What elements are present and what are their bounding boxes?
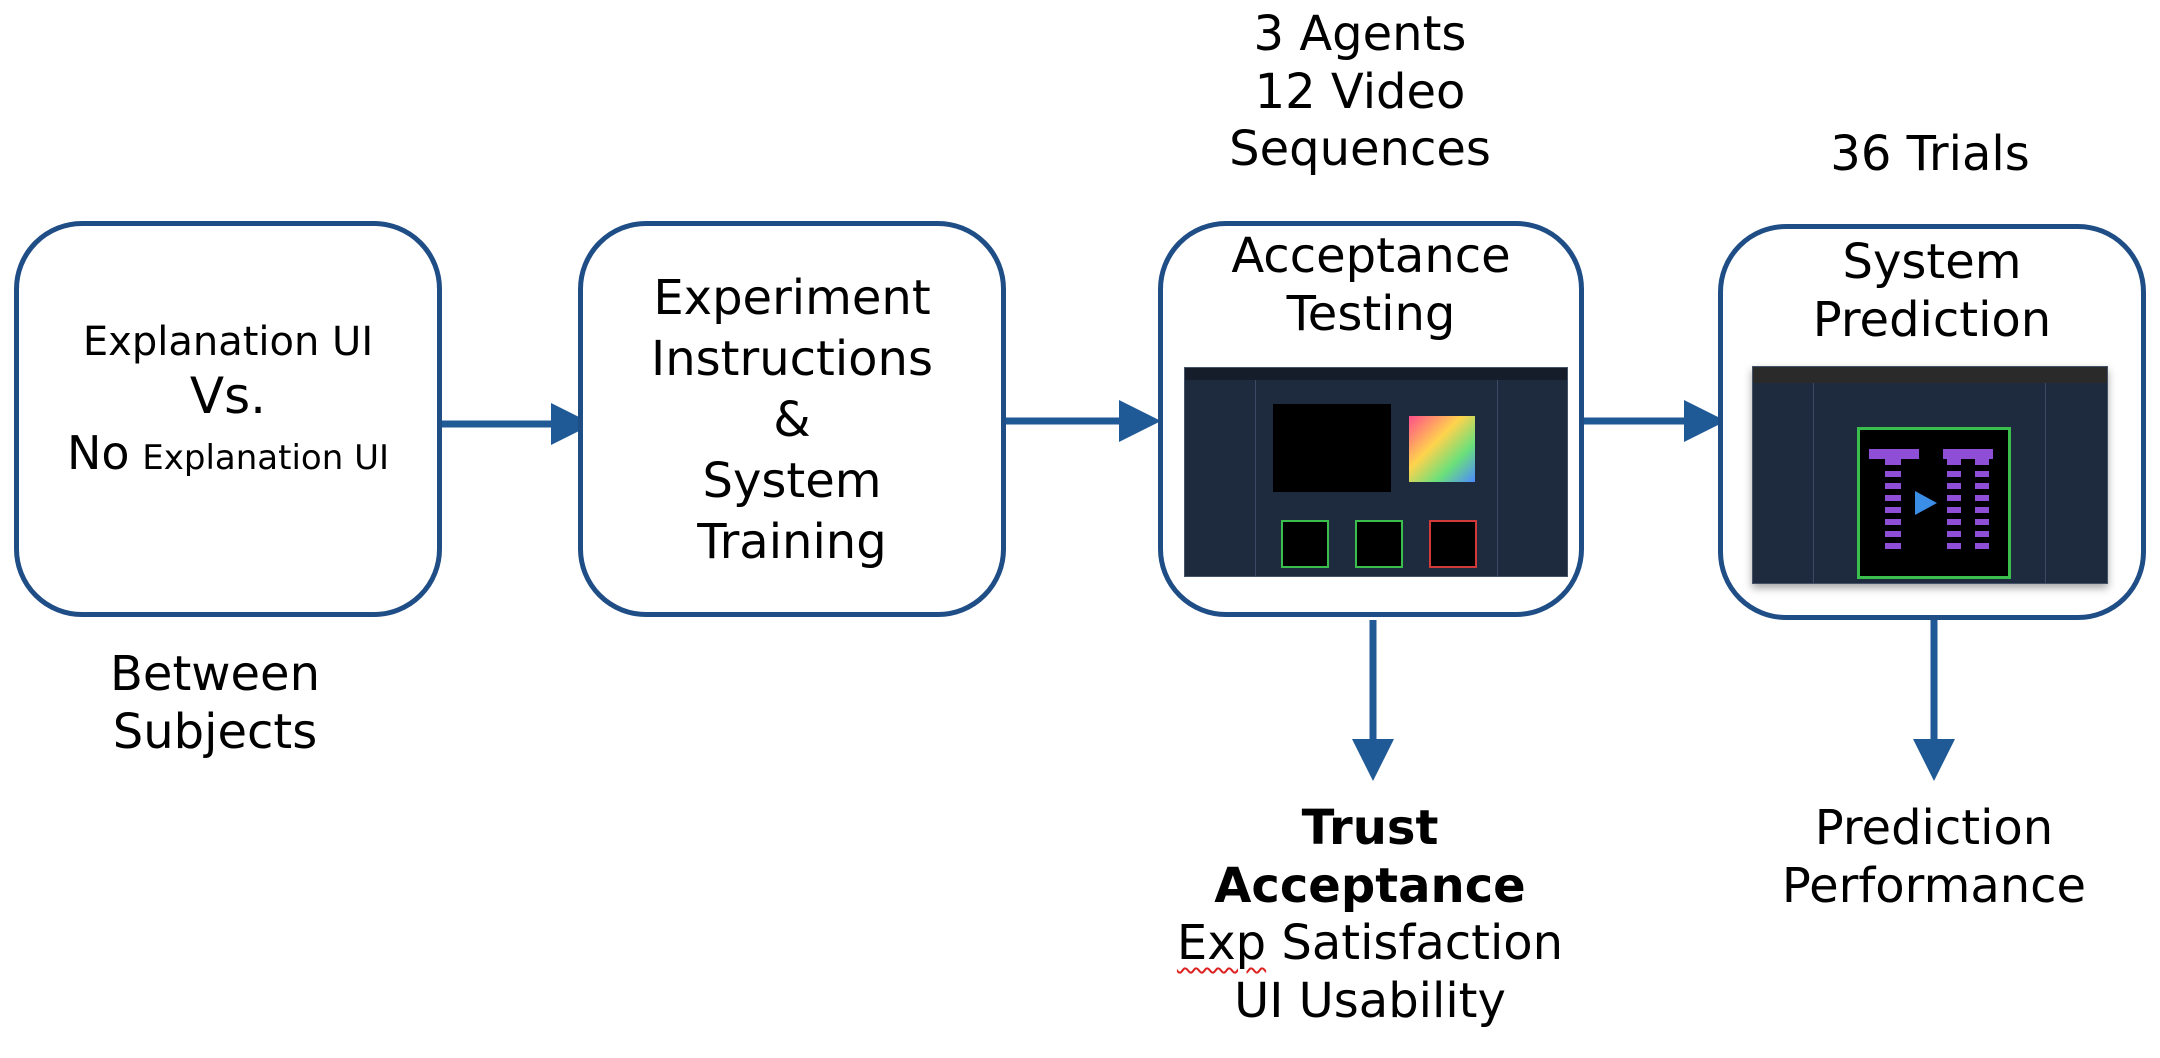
system-prediction-screenshot: [1752, 366, 2108, 584]
condition-box: [14, 221, 442, 617]
acceptance-testing-screenshot: [1184, 367, 1568, 577]
acceptance-testing-title: Acceptance Testing: [1231, 228, 1511, 342]
between-subjects-label: Between Subjects: [109, 646, 321, 760]
training-box: [578, 221, 1006, 617]
condition-text: Explanation UI Vs. No Explanation UI: [14, 318, 442, 481]
system-prediction-title: System Prediction: [1812, 234, 2052, 348]
trust-measures-label: Trust Acceptance Exp Satisfaction UI Usa…: [1176, 800, 1564, 1029]
training-text: Experiment Instructions & System Trainin…: [651, 270, 933, 570]
no-explanation-ui-label: No Explanation UI: [67, 426, 389, 480]
agents-sequences-label: 3 Agents 12 Video Sequences: [1229, 6, 1491, 178]
explanation-ui-label: Explanation UI: [82, 319, 374, 365]
prediction-performance-label: Prediction Performance: [1781, 800, 2087, 914]
trials-label: 36 Trials: [1830, 126, 2030, 182]
versus-label: Vs.: [189, 367, 267, 425]
